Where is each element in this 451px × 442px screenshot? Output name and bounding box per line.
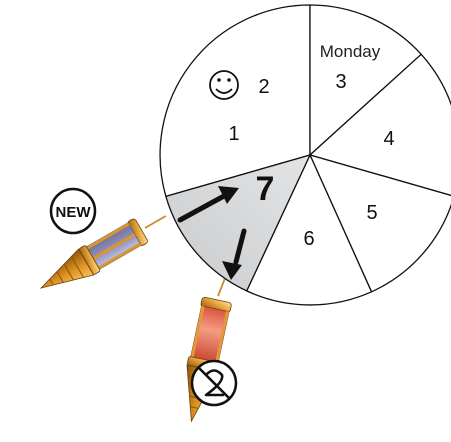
segment-label-2: 2 (258, 76, 269, 98)
segment-label-4: 4 (383, 128, 394, 150)
segment-label-7: 7 (256, 170, 275, 208)
day-label: Monday (320, 42, 381, 61)
segment-label-5: 5 (366, 202, 377, 224)
new-badge: NEW (51, 189, 95, 233)
segment-label-3: 3 (335, 71, 346, 93)
new-badge-label: NEW (56, 204, 92, 221)
segment-label-6: 6 (303, 228, 314, 250)
weekly-dial (160, 5, 451, 305)
do-not-reuse-icon (192, 361, 236, 405)
segment-label-1: 1 (228, 123, 239, 145)
